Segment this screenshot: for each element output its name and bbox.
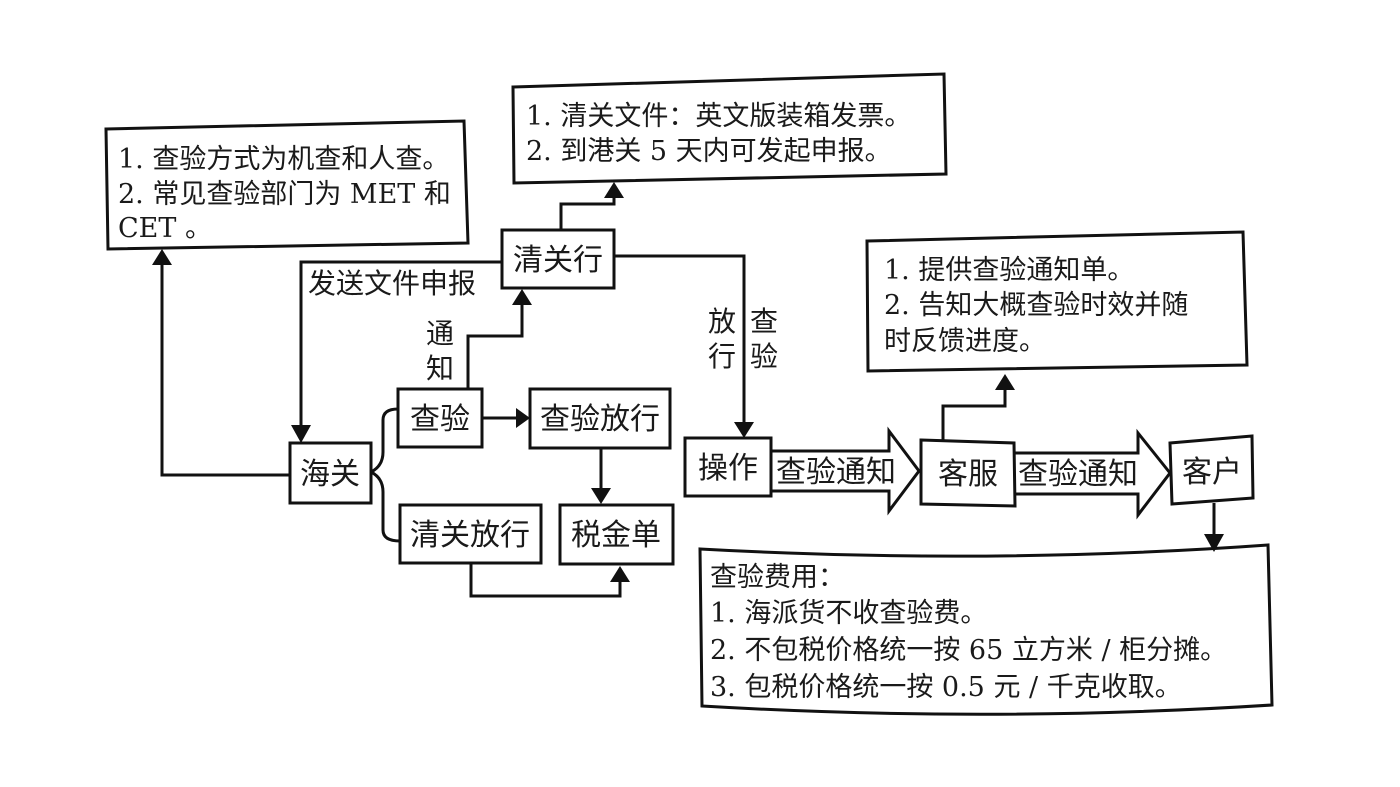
edge-label-release-1: 放 — [708, 305, 736, 338]
arrowhead-icon — [152, 249, 172, 265]
note-line: 1. 提供查验通知单。 — [884, 255, 1134, 286]
connector-broker-to-customs: 发送文件申报 — [291, 260, 502, 443]
node-label: 客户 — [1182, 455, 1242, 490]
note-line: 1. 查验方式为机查和人查。 — [118, 144, 449, 175]
edge-label-inspect-1: 查 — [750, 305, 778, 338]
connector-clearance-release-to-taxbill — [469, 563, 630, 598]
connector-service-to-note — [941, 374, 1015, 440]
edge-label-notice-1: 查验通知 — [776, 455, 896, 490]
connector-inspection-to-release — [482, 408, 530, 428]
block-arrow-service-to-customer: 查验通知 — [1012, 428, 1172, 520]
node-customer-service[interactable]: 客服 — [919, 438, 1017, 508]
connector-customs-to-methods-note — [152, 249, 290, 477]
arrowhead-icon — [995, 374, 1015, 390]
note-line: 3. 包税价格统一按 0.5 元 / 千克收取。 — [710, 672, 1182, 703]
edge-label-notice-2: 查验通知 — [1018, 457, 1138, 492]
node-label: 客服 — [938, 457, 998, 492]
arrowhead-icon — [1204, 534, 1224, 552]
edge-label-send-docs: 发送文件申报 — [308, 267, 476, 300]
note-line: 2. 不包税价格统一按 65 立方米 / 柜分摊。 — [710, 635, 1227, 666]
arrowhead-icon — [291, 425, 311, 443]
node-label: 查验 — [410, 402, 470, 437]
connector-customer-to-fees — [1204, 503, 1224, 552]
node-label: 税金单 — [571, 518, 661, 553]
node-customs[interactable]: 海关 — [288, 441, 373, 505]
note-line: 2. 告知大概查验时效并随 — [884, 290, 1188, 321]
node-label: 操作 — [698, 451, 758, 486]
note-inspection-methods: 1. 查验方式为机查和人查。 2. 常见查验部门为 MET 和 CET 。 — [104, 119, 470, 251]
connector-broker-to-operation: 放 行 查 验 — [614, 254, 778, 438]
note-clearance-documents: 1. 清关文件：英文版装箱发票。 2. 到港关 5 天内可发起申报。 — [511, 72, 948, 185]
node-label: 查验放行 — [540, 402, 660, 437]
node-operation[interactable]: 操作 — [683, 436, 773, 498]
node-clearance-release[interactable]: 清关放行 — [398, 503, 543, 565]
arrowhead-icon — [604, 182, 624, 198]
note-line: 2. 到港关 5 天内可发起申报。 — [526, 136, 892, 167]
note-inspection-fees: 查验费用： 1. 海派货不收查验费。 2. 不包税价格统一按 65 立方米 / … — [698, 543, 1274, 716]
node-label: 清关放行 — [410, 518, 530, 553]
note-line: 1. 海派货不收查验费。 — [710, 598, 987, 629]
block-arrow-operation-to-service: 查验通知 — [769, 426, 921, 516]
arrowhead-icon — [512, 289, 532, 305]
note-line: 2. 常见查验部门为 MET 和 — [118, 179, 451, 210]
node-tax-bill[interactable]: 税金单 — [558, 503, 675, 566]
arrowhead-icon — [591, 488, 611, 504]
note-customer-service: 1. 提供查验通知单。 2. 告知大概查验时效并随 时反馈进度。 — [865, 230, 1249, 373]
note-line: 时反馈进度。 — [884, 326, 1046, 357]
arrowhead-icon — [516, 408, 530, 428]
node-label: 海关 — [300, 457, 360, 492]
edge-label-notify-2: 知 — [426, 352, 454, 385]
note-line: 1. 清关文件：英文版装箱发票。 — [526, 101, 911, 132]
node-inspection[interactable]: 查验 — [396, 387, 484, 449]
connector-broker-to-docs-note — [559, 182, 624, 230]
node-inspection-release[interactable]: 查验放行 — [528, 387, 672, 450]
connector-inspection-to-broker: 通 知 — [426, 289, 532, 389]
arrowhead-icon — [610, 566, 630, 582]
edge-label-inspect-2: 验 — [750, 340, 778, 373]
connector-customs-branches — [370, 407, 401, 543]
note-line: 查验费用： — [710, 562, 845, 593]
edge-label-release-2: 行 — [708, 340, 736, 373]
node-broker[interactable]: 清关行 — [500, 228, 616, 290]
edge-label-notify-1: 通 — [426, 317, 454, 350]
connector-release-to-taxbill — [591, 448, 611, 504]
node-customer[interactable]: 客户 — [1168, 434, 1255, 506]
arrowhead-icon — [734, 422, 754, 438]
note-line: CET 。 — [118, 213, 212, 244]
node-label: 清关行 — [513, 243, 603, 278]
